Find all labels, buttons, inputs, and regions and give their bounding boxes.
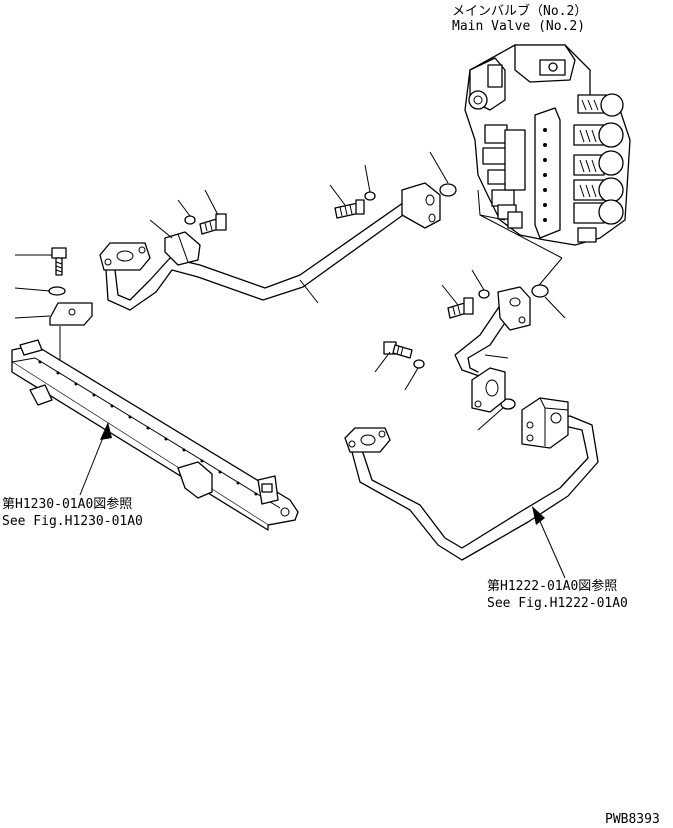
washer-right-upper xyxy=(478,289,490,299)
bolt-right-lower xyxy=(383,341,413,359)
frame-bar xyxy=(11,339,299,531)
u-tube xyxy=(344,397,599,561)
main-valve-label-jp: メインバルブ（No.2） xyxy=(452,3,587,19)
ref-h1222-label-jp: 第H1222-01A0図参照 xyxy=(487,578,617,594)
washer-left xyxy=(48,286,66,296)
o-ring-2 xyxy=(531,284,549,298)
bolt-clamp xyxy=(199,213,227,235)
drawing-id: PWB8393 xyxy=(605,812,660,827)
right-s-tube xyxy=(454,286,531,413)
main-valve xyxy=(464,44,631,246)
bolt-upper-right xyxy=(334,199,365,219)
bolt-left xyxy=(51,247,67,276)
plate-left xyxy=(49,302,93,326)
ref-h1230-label-en: See Fig.H1230-01A0 xyxy=(2,514,143,529)
washer-upper-right xyxy=(364,191,376,201)
upper-tube xyxy=(99,182,441,311)
o-ring-1 xyxy=(439,183,457,197)
washer-right-lower xyxy=(413,359,425,369)
ref-h1222-label-en: See Fig.H1222-01A0 xyxy=(487,596,628,611)
ref-h1230-label-jp: 第H1230-01A0図参照 xyxy=(2,496,132,512)
bolt-right-upper xyxy=(447,297,474,319)
washer-clamp xyxy=(184,215,196,225)
spool-caps xyxy=(573,93,624,225)
main-valve-label-en: Main Valve (No.2) xyxy=(452,19,585,34)
